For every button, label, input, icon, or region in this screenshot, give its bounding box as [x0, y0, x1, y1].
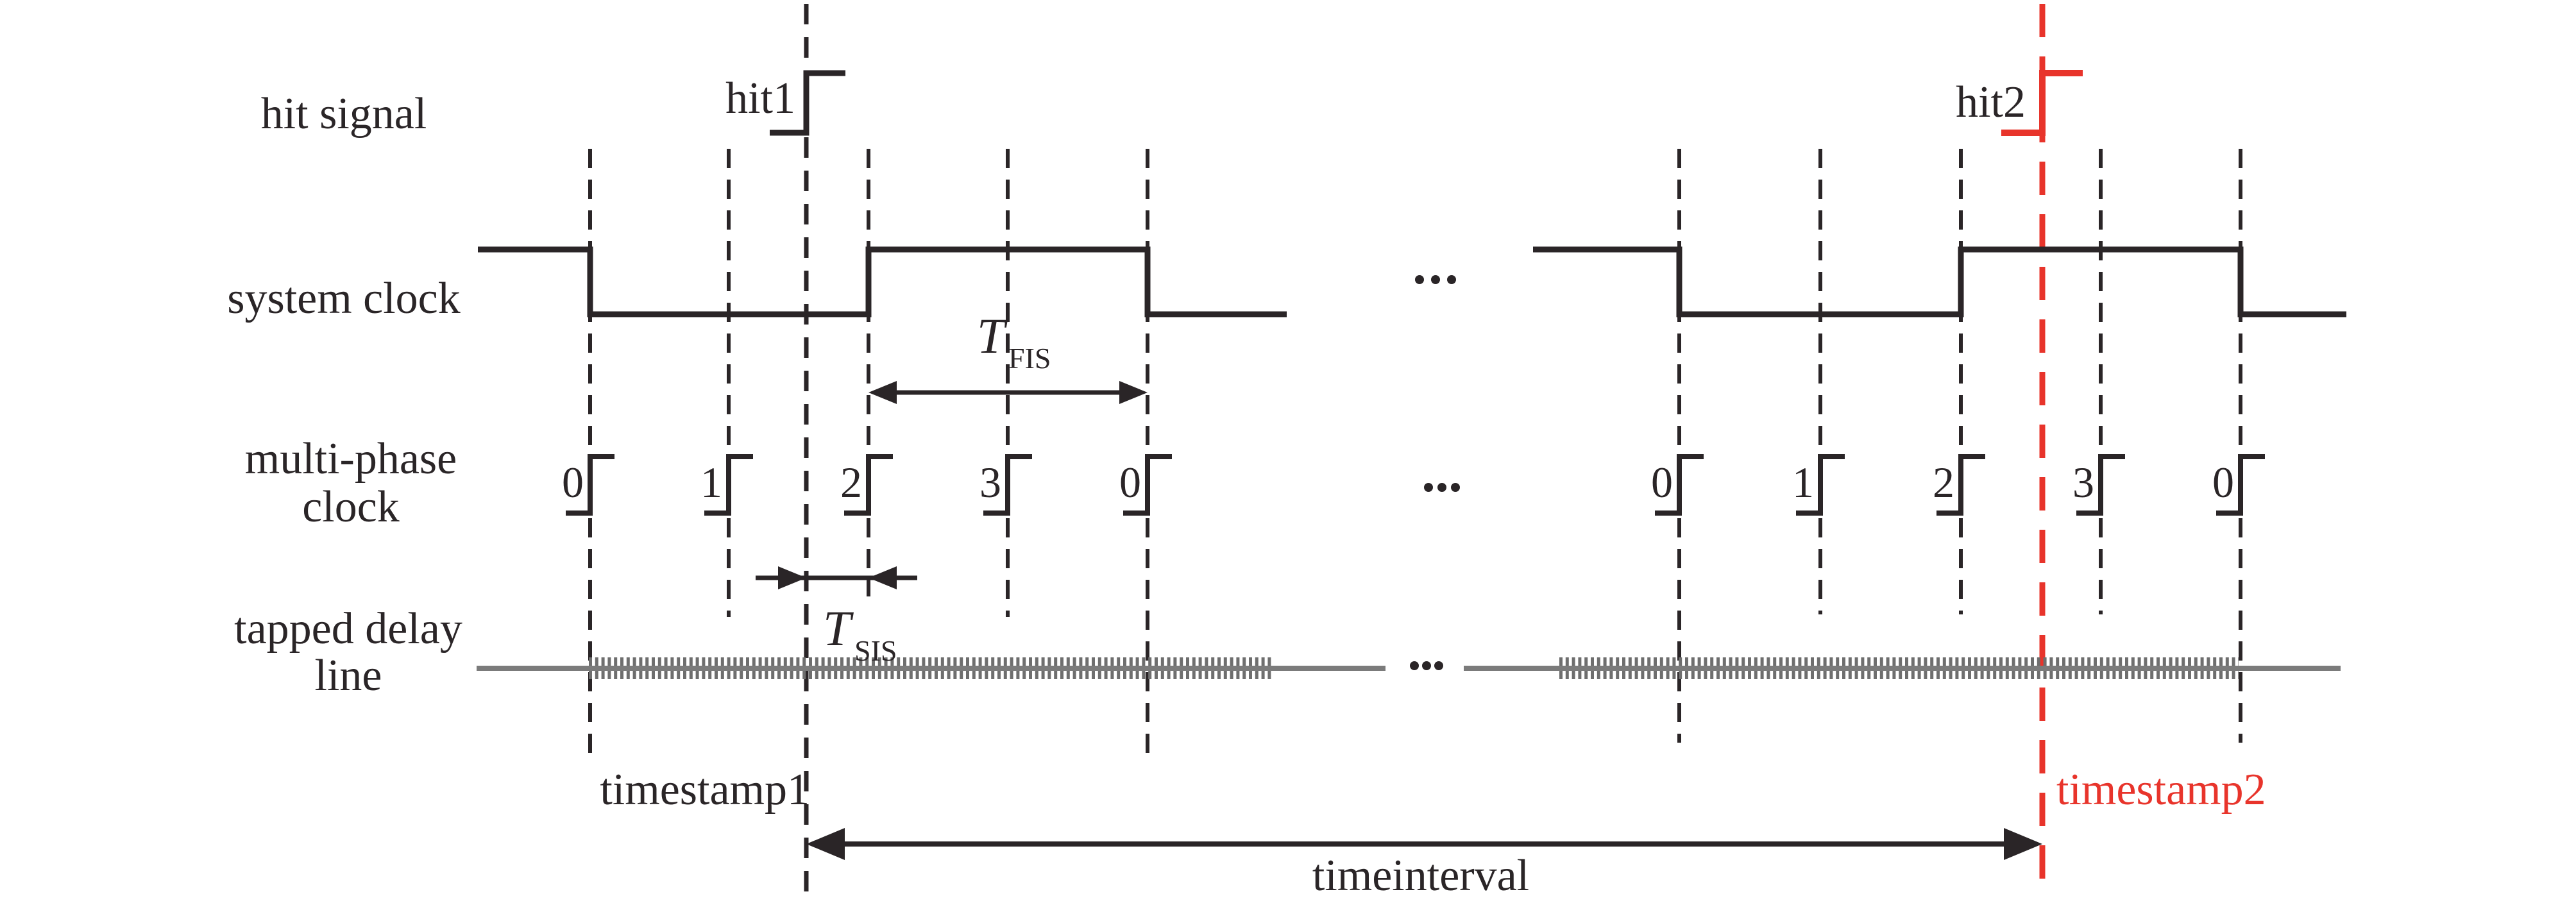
phase-edge-icon: [1796, 454, 1845, 516]
phase-edge-icon: [1123, 454, 1172, 516]
arrowhead-right-icon: [778, 566, 806, 589]
phase-number: 3: [979, 458, 1001, 507]
phase-edge-icon: [844, 454, 893, 516]
phase-number: 0: [562, 458, 584, 507]
system-clock-waveform: [478, 246, 2346, 317]
phase-number: 2: [840, 458, 862, 507]
phase-number: 0: [2212, 458, 2234, 507]
phase-number: 2: [1933, 458, 1954, 507]
multi-phase-edges-group1: [566, 454, 1172, 516]
row-label-hit-signal: hit signal: [261, 89, 427, 139]
arrowhead-left-icon: [869, 381, 897, 404]
t-fis-label: T: [977, 308, 1008, 364]
multi-phase-ellipsis: [1424, 483, 1460, 492]
multi-phase-numbers-group2: 0 1 2 3 0: [1651, 458, 2234, 507]
row-label-tapped-delay: tapped delay: [234, 604, 462, 654]
row-label-multi-phase: multi-phase: [245, 434, 457, 484]
t-sis-arrow: [756, 566, 917, 589]
t-sis-subscript: SIS: [854, 634, 897, 667]
system-clock-segment1: [478, 246, 1287, 317]
timestamp2-label: timestamp2: [2056, 765, 2266, 814]
arrowhead-right-icon: [1119, 381, 1148, 404]
row-label-system-clock: system clock: [227, 274, 461, 323]
phase-number: 1: [700, 458, 722, 507]
t-fis-arrow: [869, 381, 1148, 404]
arrowhead-left-icon: [869, 566, 897, 589]
timeinterval-label: timeinterval: [1312, 851, 1529, 900]
multi-phase-numbers-group1: 0 1 2 3 0: [562, 458, 1141, 507]
hit2-label: hit2: [1956, 78, 2026, 127]
hit1-label: hit1: [725, 74, 795, 123]
row-label-multi-phase-clock: clock: [302, 482, 400, 532]
system-clock-segment2: [1533, 246, 2346, 317]
hit1-pulse-waveform: [770, 70, 845, 136]
row-label-tapped-delay-line: line: [315, 651, 382, 700]
phase-number: 0: [1119, 458, 1141, 507]
phase-edge-icon: [983, 454, 1032, 516]
phase-edge-icon: [566, 454, 614, 516]
continuation-dots: [1410, 275, 1460, 670]
phase-edge-icon: [2216, 454, 2265, 516]
t-sis-label: T: [823, 600, 854, 656]
phase-number: 0: [1651, 458, 1673, 507]
arrowhead-right-icon: [2004, 828, 2042, 860]
phase-edge-icon: [1655, 454, 1704, 516]
delay-line-ellipsis: [1410, 661, 1443, 670]
system-clock-ellipsis: [1415, 275, 1456, 284]
phase-edge-icon: [704, 454, 753, 516]
phase-edge-icon: [2076, 454, 2125, 516]
phase-edge-icon: [1936, 454, 1985, 516]
phase-grid-group2: [1677, 149, 2242, 743]
timeinterval-arrow: [806, 828, 2042, 860]
t-fis-subscript: FIS: [1008, 342, 1051, 375]
multi-phase-edges-group2: [1655, 454, 2265, 516]
arrowhead-left-icon: [806, 828, 845, 860]
phase-number: 3: [2072, 458, 2094, 507]
hit2-pulse-waveform: [2001, 70, 2083, 136]
timestamp1-label: timestamp1: [600, 765, 809, 814]
phase-number: 1: [1792, 458, 1814, 507]
